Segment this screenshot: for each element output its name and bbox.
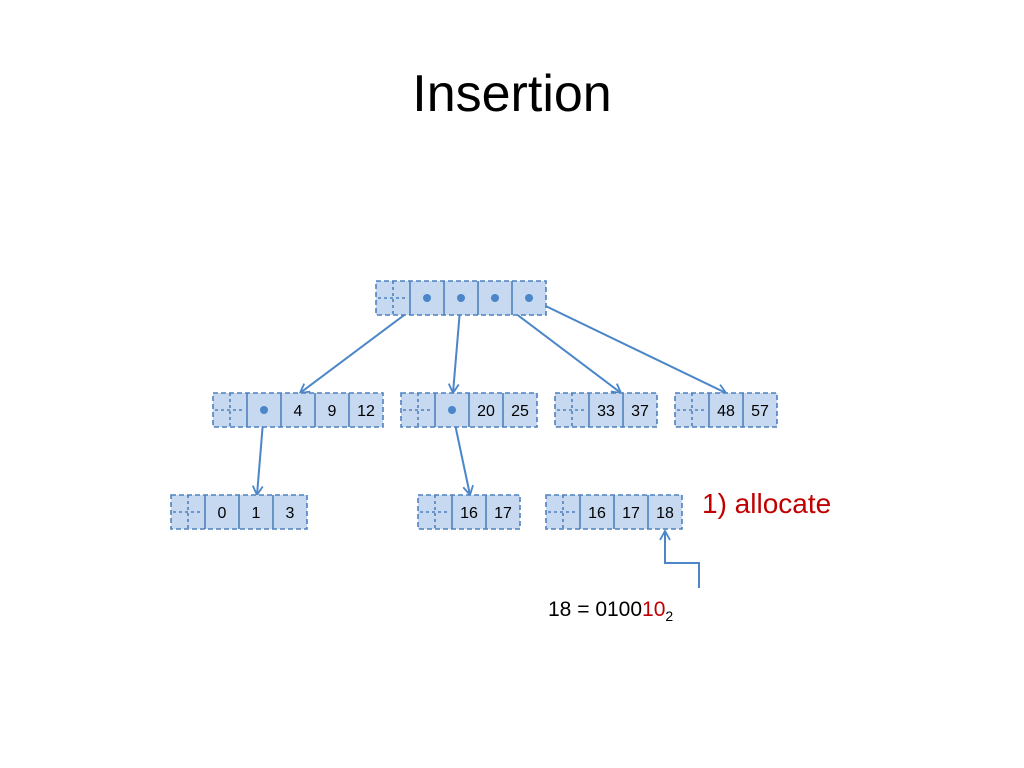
formula-bits-highlight: 10 — [642, 598, 666, 621]
node-l1-d: 48 57 — [674, 392, 778, 428]
insert-arrow — [659, 529, 700, 588]
key-17: 17 — [494, 505, 512, 522]
root-node — [375, 280, 547, 316]
pointer-dot — [260, 406, 268, 414]
allocate-step-label: 1) allocate — [702, 488, 832, 519]
pointer-dot — [423, 294, 431, 302]
node-l1-a: 4 9 12 — [212, 392, 384, 428]
key-0: 0 — [218, 505, 227, 522]
slide-title: Insertion — [412, 65, 612, 123]
key-57: 57 — [751, 403, 769, 420]
key-33: 33 — [597, 403, 615, 420]
pointer-dot — [457, 294, 465, 302]
root-node-edge-3 — [528, 297, 728, 395]
key-12: 12 — [357, 403, 375, 420]
pointer-dot — [448, 406, 456, 414]
key-37: 37 — [631, 403, 649, 420]
key-48: 48 — [717, 403, 735, 420]
formula-base: 2 — [665, 608, 674, 625]
key-20: 20 — [477, 403, 495, 420]
key-4: 4 — [294, 403, 303, 420]
formula-bits-plain: 0100 — [595, 598, 643, 621]
binary-formula: 18 = 0100102 — [548, 598, 673, 624]
key-1: 1 — [252, 505, 261, 522]
key-16: 16 — [460, 505, 478, 522]
key-17: 17 — [622, 505, 640, 522]
formula-value: 18 — [548, 598, 572, 621]
formula-equals: = — [577, 598, 590, 621]
tree-edges — [251, 297, 728, 588]
key-3: 3 — [286, 505, 295, 522]
key-18: 18 — [656, 505, 674, 522]
pointer-dot — [491, 294, 499, 302]
pointer-dot — [525, 294, 533, 302]
node-l2-a: 0 1 3 — [170, 494, 308, 530]
key-9: 9 — [328, 403, 337, 420]
key-25: 25 — [511, 403, 529, 420]
node-l2-c: 16 17 18 — [545, 494, 683, 530]
root-node-box — [375, 280, 547, 316]
key-16: 16 — [588, 505, 606, 522]
node-l1-c: 33 37 — [554, 392, 658, 428]
